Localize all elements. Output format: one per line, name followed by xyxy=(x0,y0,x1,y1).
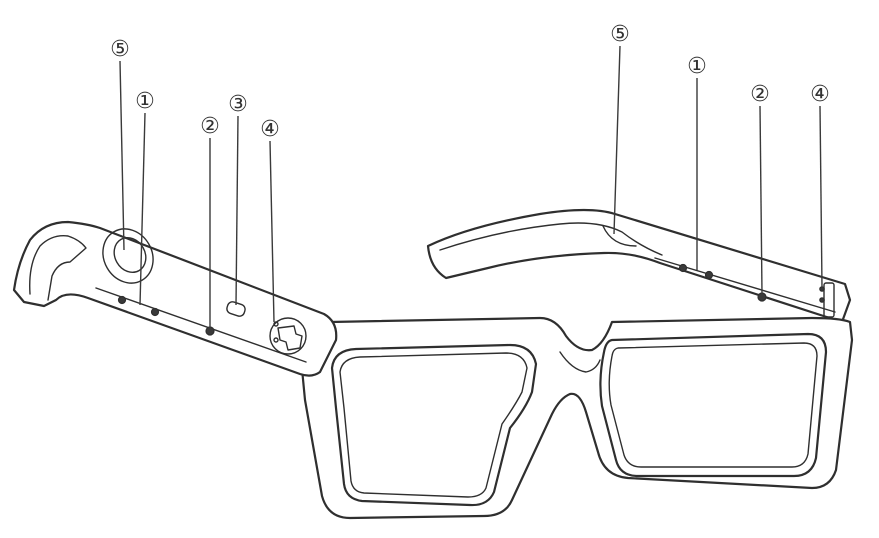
left-sensor-dot xyxy=(205,326,215,336)
callout-left-sensor: ② xyxy=(200,114,220,139)
left-hinge-port xyxy=(269,317,307,355)
left-button-icon xyxy=(226,301,246,317)
callout-left-port: ④ xyxy=(260,117,280,142)
right-mic-dot-2 xyxy=(704,270,714,280)
left-mic-dot-2 xyxy=(150,307,160,317)
left-speaker-outer xyxy=(102,228,154,284)
left-mic-dot-1 xyxy=(117,295,127,305)
right-arm-outline xyxy=(426,208,852,324)
callout-left-button: ③ xyxy=(228,92,248,117)
right-lens xyxy=(599,332,828,478)
leader-left-microphone xyxy=(139,112,146,306)
callout-right-speaker: ⑤ xyxy=(610,22,630,47)
right-arm-inner-edge xyxy=(439,222,663,256)
left-port-icon xyxy=(277,325,303,351)
callout-left-speaker: ⑤ xyxy=(110,37,130,62)
leader-right-indicator xyxy=(819,105,823,288)
right-indicator-dot-1 xyxy=(819,286,825,292)
right-indicator-dot-2 xyxy=(819,297,825,303)
front-frame xyxy=(298,316,854,520)
left-speaker-icon xyxy=(113,237,147,273)
callout-right-indicator: ④ xyxy=(810,82,830,107)
right-sensor-dot xyxy=(757,292,767,302)
left-hinge-circle xyxy=(269,317,307,355)
right-temple-arm xyxy=(426,208,852,324)
left-ear-hook-inner xyxy=(29,235,87,301)
callout-right-sensor: ② xyxy=(750,82,770,107)
leader-left-button xyxy=(235,115,239,306)
leader-right-sensor xyxy=(759,105,763,295)
left-lens xyxy=(330,343,538,507)
right-speaker-bump xyxy=(602,225,637,247)
left-arm-lower-edge xyxy=(95,287,307,363)
callout-left-microphone: ① xyxy=(135,89,155,114)
left-port-dot-2 xyxy=(273,337,279,343)
left-arm-outline xyxy=(12,220,338,377)
callout-labels: ⑤ ① ② ③ ④ ⑤ ① ② ④ xyxy=(110,22,830,142)
leader-left-speaker xyxy=(119,60,125,251)
right-mic-dot-1 xyxy=(678,263,688,273)
leader-left-port xyxy=(269,140,275,323)
nose-pad xyxy=(559,351,601,373)
left-lens-inner-rim xyxy=(339,352,528,498)
left-temple-arm xyxy=(12,220,338,377)
leader-lines xyxy=(119,45,823,328)
callout-right-microphone: ① xyxy=(687,54,707,79)
leader-right-speaker xyxy=(613,45,621,235)
right-lens-inner-rim xyxy=(608,342,818,468)
left-port-dot-1 xyxy=(273,321,279,327)
